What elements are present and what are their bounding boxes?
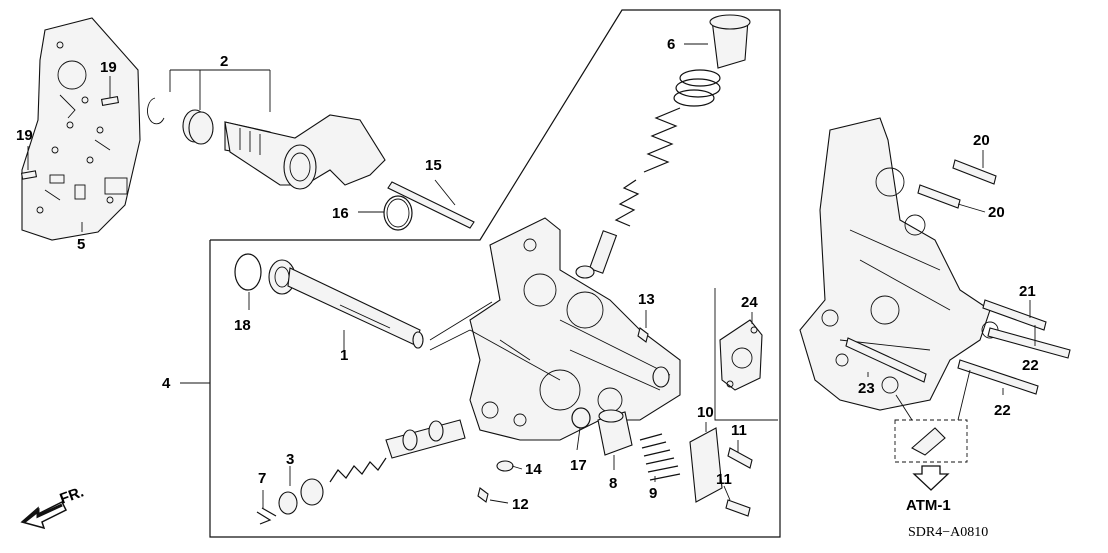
o-ring <box>571 407 591 429</box>
cover-plate <box>689 427 723 503</box>
front-direction-arrow-icon: FR. <box>20 484 87 530</box>
reference-label: ATM-1 <box>906 497 951 514</box>
callout-9: 9 <box>649 485 657 502</box>
callout-5: 5 <box>77 236 85 253</box>
callout-11b: 11 <box>716 471 732 488</box>
callout-22b: 22 <box>994 402 1011 419</box>
callout-2: 2 <box>220 53 228 70</box>
callout-20a: 20 <box>973 132 990 149</box>
o-ring <box>234 253 262 291</box>
callout-8: 8 <box>609 475 617 492</box>
shaft-assembly <box>147 97 386 190</box>
diagram-code: SDR4−A0810 <box>908 525 988 540</box>
callout-14: 14 <box>525 461 542 478</box>
callout-19b: 19 <box>16 127 33 144</box>
reference-down-arrow-icon <box>912 465 950 491</box>
callout-7: 7 <box>258 470 266 487</box>
callout-24: 24 <box>741 294 758 311</box>
dowel-pin <box>20 96 120 180</box>
part-callouts: 1 2 3 4 5 6 7 8 9 10 11 11 12 13 14 15 1… <box>16 36 1039 513</box>
callout-21: 21 <box>1019 283 1036 300</box>
callout-1: 1 <box>340 347 348 364</box>
front-label: FR. <box>58 484 87 508</box>
callout-16: 16 <box>332 205 349 222</box>
valve-body-assembly <box>799 117 999 411</box>
callout-22a: 22 <box>1022 357 1039 374</box>
regulator-valve-body <box>469 217 681 441</box>
callout-17: 17 <box>570 457 587 474</box>
detail-inset <box>894 419 968 463</box>
callout-6: 6 <box>667 36 675 53</box>
bolt <box>477 327 753 517</box>
valve-spool <box>268 259 424 349</box>
callout-frame <box>169 9 781 538</box>
o-ring <box>383 195 413 231</box>
relief-valve-stack <box>575 14 751 279</box>
lower-valve-assembly <box>256 419 466 525</box>
callout-12: 12 <box>512 496 529 513</box>
separator-plate <box>21 17 141 241</box>
callout-19a: 19 <box>100 59 117 76</box>
callout-10: 10 <box>697 404 714 421</box>
gasket <box>719 319 763 391</box>
seal-washer <box>496 460 514 472</box>
callout-4: 4 <box>162 375 171 392</box>
callout-23: 23 <box>858 380 875 397</box>
leader-lines <box>27 43 1036 508</box>
callout-20b: 20 <box>988 204 1005 221</box>
pin <box>387 181 475 229</box>
callout-18: 18 <box>234 317 251 334</box>
callout-3: 3 <box>286 451 294 468</box>
spring <box>639 433 681 481</box>
callout-15: 15 <box>425 157 442 174</box>
callout-13: 13 <box>638 291 655 308</box>
flange-bolt <box>845 159 1071 395</box>
callout-11a: 11 <box>731 422 747 439</box>
